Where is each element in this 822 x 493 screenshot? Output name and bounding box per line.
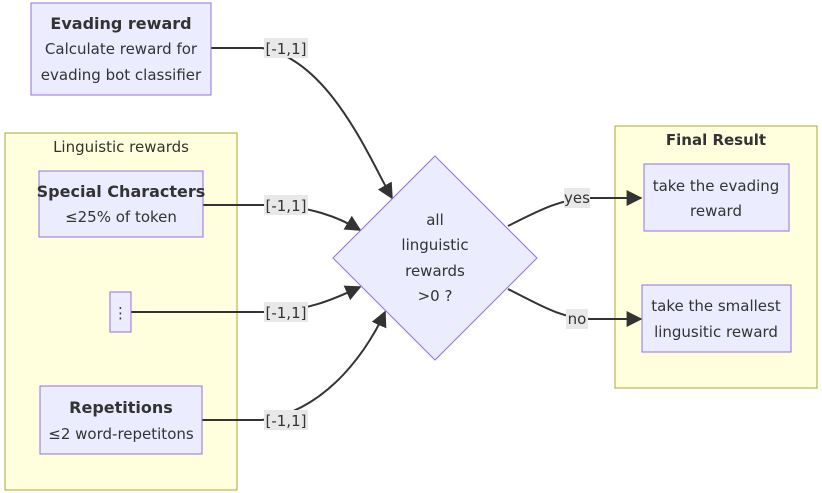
edge-label-special: [-1,1] — [264, 195, 308, 215]
edge-label-special-text: [-1,1] — [266, 197, 307, 215]
node-take-smallest-line1: take the smallest — [651, 297, 781, 315]
node-repetitions: Repetitions ≤2 word-repetitons — [39, 385, 203, 455]
edge-label-evading: [-1,1] — [264, 38, 308, 58]
edge-label-no: no — [566, 309, 588, 329]
node-evading-reward-line2: evading bot classifier — [41, 66, 202, 84]
node-repetitions-line1: ≤2 word-repetitons — [48, 425, 194, 443]
edge-label-ellipsis-text: [-1,1] — [266, 304, 307, 322]
node-special-characters: Special Characters ≤25% of token — [37, 170, 206, 238]
node-ellipsis-text: ⋮ — [113, 304, 128, 322]
edge-label-repetitions: [-1,1] — [264, 410, 308, 430]
node-take-smallest-reward: take the smallest lingusitic reward — [641, 284, 792, 353]
group-final-result-title: Final Result — [666, 131, 766, 149]
node-evading-reward: Evading reward Calculate reward for evad… — [30, 2, 212, 96]
node-decision: all linguistic rewards >0 ? — [332, 155, 538, 361]
node-take-smallest-line2: lingusitic reward — [654, 323, 778, 341]
node-repetitions-title: Repetitions — [69, 398, 173, 417]
edge-label-evading-text: [-1,1] — [266, 40, 307, 58]
node-evading-reward-title: Evading reward — [50, 14, 191, 33]
node-decision-line4: >0 ? — [418, 287, 453, 305]
edge-evading-to-decision — [211, 47, 393, 200]
node-take-evading-reward: take the evading reward — [643, 163, 790, 232]
edge-label-no-text: no — [568, 310, 587, 328]
edge-label-ellipsis: [-1,1] — [264, 302, 308, 322]
node-decision-line2: linguistic — [401, 236, 468, 254]
edge-label-yes: yes — [564, 188, 590, 208]
node-take-evading-line2: reward — [690, 202, 742, 220]
edge-label-yes-text: yes — [564, 189, 590, 207]
edge-label-repetitions-text: [-1,1] — [266, 412, 307, 430]
node-evading-reward-line1: Calculate reward for — [45, 40, 198, 58]
node-decision-line3: rewards — [405, 262, 465, 280]
group-linguistic-rewards-title: Linguistic rewards — [53, 138, 189, 156]
node-special-characters-title: Special Characters — [37, 182, 206, 201]
edge-decision-no — [507, 288, 643, 327]
node-take-evading-line1: take the evading — [653, 177, 780, 195]
node-special-characters-line1: ≤25% of token — [65, 208, 177, 226]
node-ellipsis: ⋮ — [109, 291, 132, 333]
node-decision-line1: all — [426, 211, 444, 229]
